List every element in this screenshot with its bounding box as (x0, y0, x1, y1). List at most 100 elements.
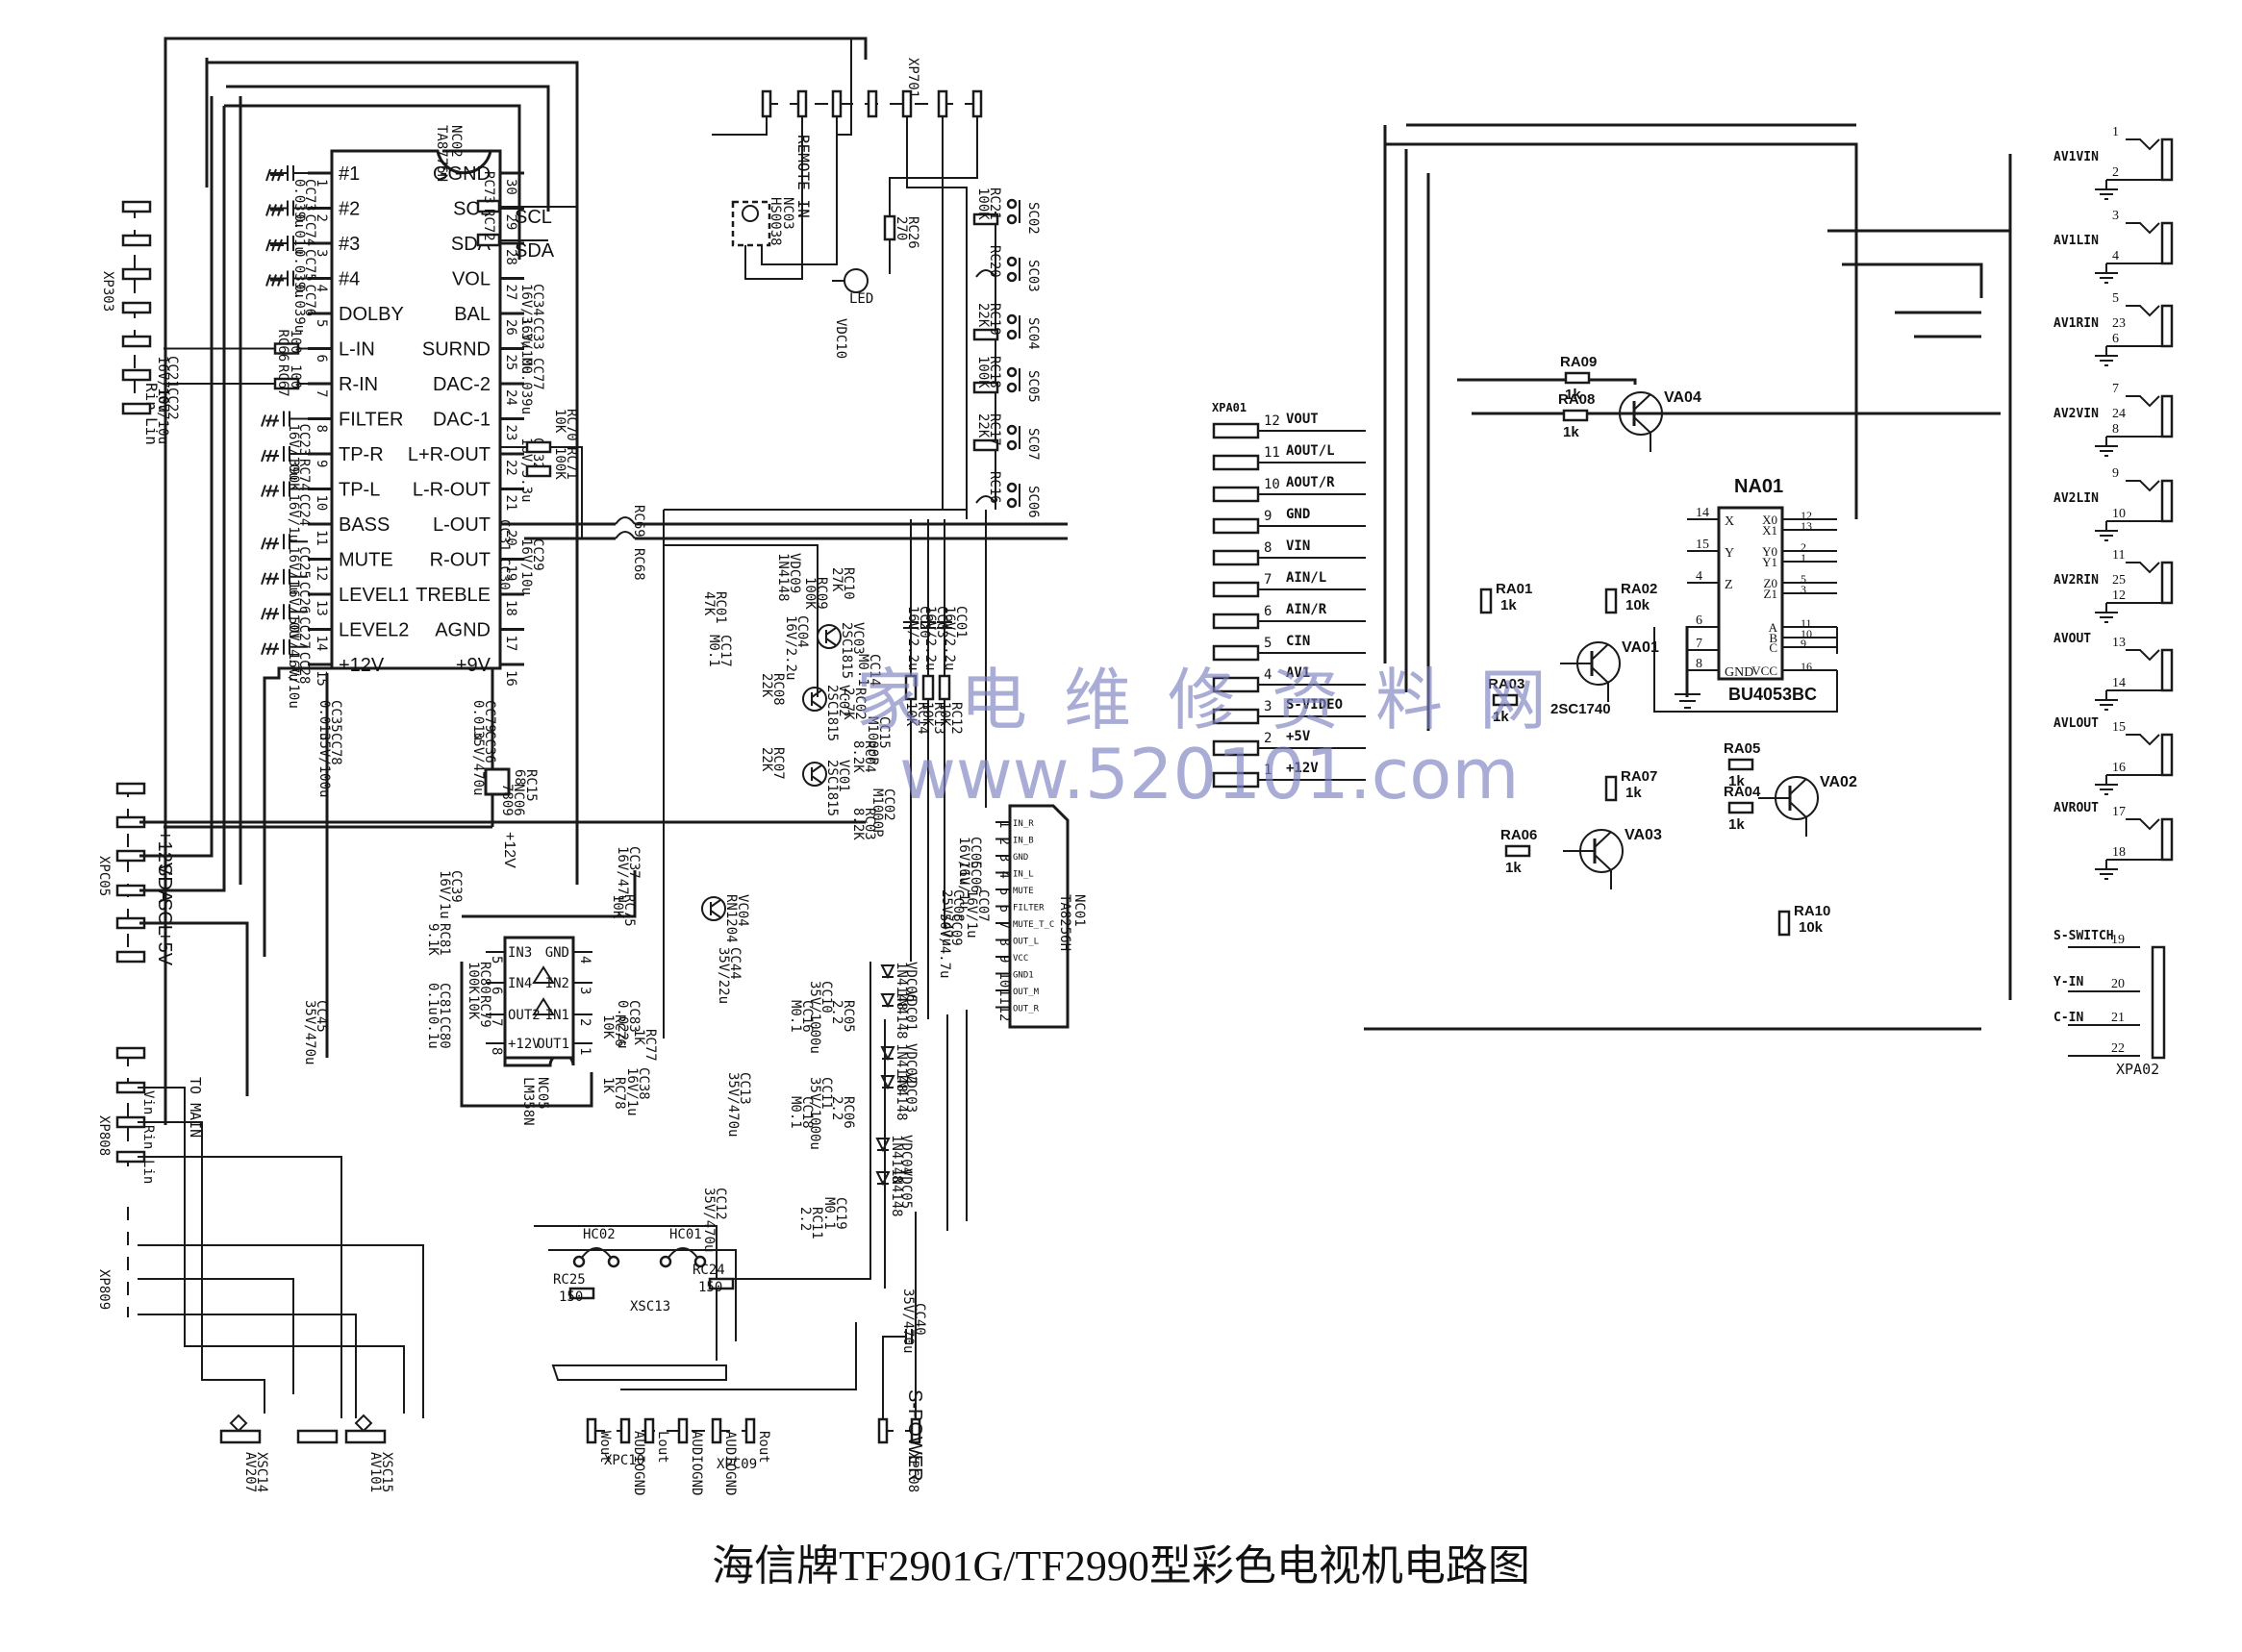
xpa01-pin-name: GND (1286, 507, 1310, 522)
nc02-pin-name: +12V (339, 655, 385, 676)
xpc05-pin[interactable] (115, 782, 146, 795)
xp303-pin[interactable] (121, 402, 152, 415)
xp303-pin[interactable] (121, 234, 152, 247)
output-pin-label: AUDIOGND (722, 1431, 738, 1495)
na01-pin-name: A (1769, 620, 1778, 635)
av-jack[interactable] (2160, 479, 2174, 523)
output-pin[interactable] (643, 1417, 655, 1444)
xpa01-pin[interactable] (1212, 549, 1260, 566)
output-pin[interactable] (619, 1417, 631, 1444)
power-part-label: CC79 (482, 700, 497, 733)
part-value: 50V/4.7u (286, 616, 301, 681)
rc-val: 150 (698, 1280, 722, 1295)
nc05-pin-name: IN3 (508, 945, 532, 961)
xp808-pin-label: Rin (140, 1125, 156, 1149)
xpa01-pin-number: 7 (1264, 572, 1272, 588)
av-jack[interactable] (2160, 733, 2174, 777)
av-jack[interactable] (2160, 394, 2174, 438)
xpc05-pin-label: +12V (154, 830, 175, 876)
nc01-pin-name: GND (1013, 853, 1028, 863)
xpa01-pin[interactable] (1212, 644, 1260, 662)
xp701-pin[interactable] (796, 89, 808, 118)
av-transistor-part: 2SC1740 (1550, 701, 1611, 717)
xp303-lin: Lin (142, 417, 161, 445)
output-pin[interactable] (711, 1417, 722, 1444)
xpa01-pin-number: 4 (1264, 667, 1272, 683)
ic-nc02: NC02 TA8776N #11#22#33#44DOLBY5L-IN6R-IN… (308, 125, 524, 687)
xpc05-pin[interactable] (115, 950, 146, 964)
transistor-part: 2SC1815 (824, 760, 840, 816)
part-label: RC68 (631, 548, 646, 581)
svideo-pin: 22 (2111, 1041, 2125, 1056)
part-label: RC69 (631, 505, 646, 538)
xpc08-pin[interactable] (877, 1417, 889, 1444)
xpa01-pin[interactable] (1212, 486, 1260, 503)
transistor-ref: VC02 (836, 685, 851, 717)
xp303-pin[interactable] (121, 301, 152, 314)
nc02-pin-number: 12 (314, 565, 329, 582)
av-jack[interactable] (2160, 138, 2174, 182)
nc02-pin-number: 23 (503, 425, 518, 441)
xpa01-pin[interactable] (1212, 422, 1260, 439)
output-pin[interactable] (744, 1417, 756, 1444)
nc02-pin-number: 26 (503, 319, 518, 336)
xp303-pin[interactable] (121, 267, 152, 281)
xp303-pin[interactable] (121, 368, 152, 382)
part-label: RC70 (564, 409, 579, 441)
led-label: LED (849, 291, 873, 307)
xp701-pin[interactable] (901, 89, 913, 118)
nc03-ref: NC03 (780, 197, 795, 230)
nc01-pin-number: 2 (996, 838, 1012, 845)
nc02-pin-number: 6 (314, 355, 329, 363)
na01-pin-name: X1 (1762, 523, 1777, 538)
power-part-label: CC35 (328, 700, 343, 733)
xpa01-pin-name: VIN (1286, 538, 1310, 554)
xp701-pin[interactable] (831, 89, 843, 118)
output-pin[interactable] (586, 1417, 597, 1444)
diode-val: 1N4148 (894, 962, 909, 1011)
xp701-pin[interactable] (761, 89, 772, 118)
amp-part-value: 35V/1000u (807, 1077, 822, 1150)
nc01-pin-number: 1 (996, 820, 1012, 828)
key-resistor-ref: RC17 (987, 413, 1002, 446)
nc05-pin-number: 7 (489, 1018, 504, 1026)
xpa01-pin-name: AV1 (1286, 665, 1310, 681)
xpa01-pin[interactable] (1212, 517, 1260, 535)
power-part-label: CC36 (482, 731, 497, 763)
nc02-pin-name: L-R-OUT (413, 480, 491, 501)
amp-part-value: M0.1 (788, 1000, 803, 1033)
xpa01-pin[interactable] (1212, 613, 1260, 630)
av-resistor-val: 1k (1505, 860, 1522, 876)
av-jack[interactable] (2160, 648, 2174, 692)
xp303-pin[interactable] (121, 335, 152, 348)
xp701-pin[interactable] (937, 89, 948, 118)
xp701-pin[interactable] (867, 89, 878, 118)
amp-part-label: CC13 (737, 1072, 752, 1105)
xp808-pin[interactable] (115, 1046, 146, 1060)
diode-ref: VDC01 (903, 990, 919, 1031)
nc02-pin-name: L+R-OUT (408, 444, 491, 465)
part-value: 16V/10u (518, 538, 534, 595)
xpa01-pin[interactable] (1212, 454, 1260, 471)
part-label: RC71 (564, 447, 579, 480)
part-label: CC31 (496, 519, 512, 552)
av-jack[interactable] (2160, 817, 2174, 862)
av-jack[interactable] (2160, 304, 2174, 348)
nc02-left-caps: CC730.039uCC740.01uCC750.039uCC760.039uR… (164, 165, 317, 709)
av-jack[interactable] (2160, 221, 2174, 265)
na01-pin-name: Y (1725, 546, 1734, 561)
output-pin[interactable] (677, 1417, 689, 1444)
av-jack-pin: 23 (2112, 316, 2126, 331)
xp303-pin[interactable] (121, 200, 152, 213)
na01-pin-name: Z1 (1764, 587, 1777, 601)
nc02-pin-name: +9V (456, 655, 491, 676)
nc01-pin-number: 9 (996, 955, 1012, 963)
av-jack[interactable] (2160, 561, 2174, 605)
xpa01-pin[interactable] (1212, 581, 1260, 598)
xpa01-ref: XPA01 (1212, 401, 1247, 414)
nc03-part: HS0038 (768, 197, 783, 246)
power-part-value: 68 (512, 769, 527, 786)
xp701-pin[interactable] (971, 89, 983, 118)
nc05-part-value: 10K (466, 995, 481, 1020)
